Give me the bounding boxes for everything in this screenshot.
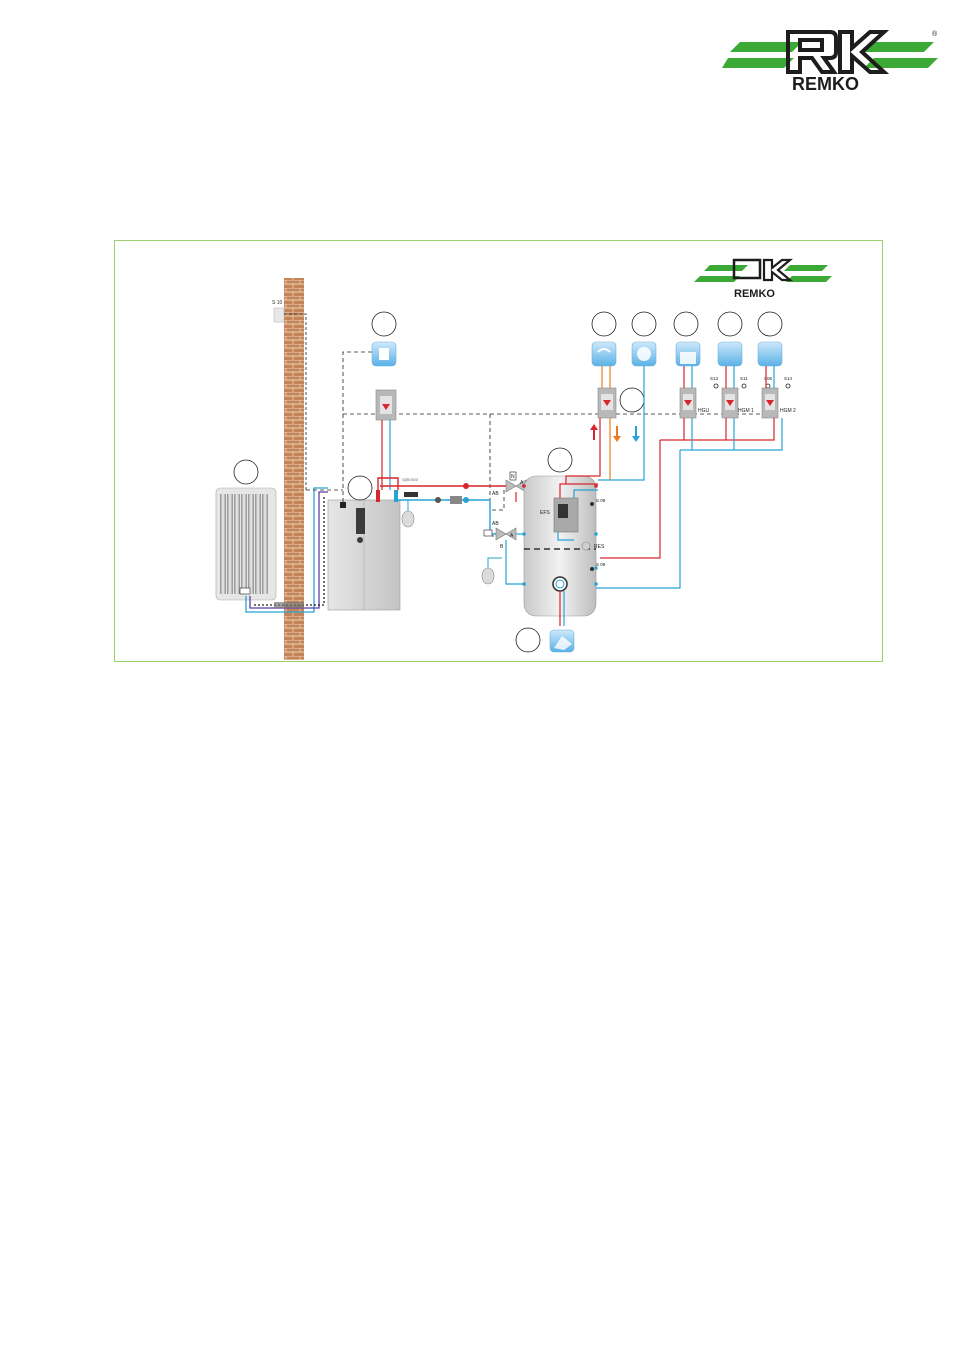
callout-storage-tank xyxy=(547,447,573,473)
heating-system-diagram: REMKO S 10 xyxy=(215,258,832,660)
pipe-fittings xyxy=(435,483,469,504)
callout-indoor-unit xyxy=(347,475,373,501)
svg-text:S 09: S 09 xyxy=(596,562,606,567)
svg-text:N: N xyxy=(511,474,515,480)
system-diagram-frame xyxy=(114,240,883,662)
svg-text:AB: AB xyxy=(492,521,499,527)
outdoor-unit xyxy=(215,487,277,601)
svg-text:S 10: S 10 xyxy=(272,300,283,306)
outdoor-sensor-s10: S 10 xyxy=(272,300,307,490)
svg-text:RES: RES xyxy=(594,544,605,550)
callout-outdoor-unit xyxy=(233,459,259,485)
svg-text:S11: S11 xyxy=(740,376,748,381)
svg-text:®: ® xyxy=(932,30,938,38)
svg-text:A: A xyxy=(520,480,524,486)
remko-logo-inner: REMKO xyxy=(694,258,832,300)
dhw-station xyxy=(565,311,657,484)
callout-solar-tile xyxy=(515,627,575,653)
svg-text:optional: optional xyxy=(402,477,418,482)
storage-tank: EFS RES S 08 S 09 xyxy=(522,475,606,626)
brick-wall xyxy=(284,278,304,660)
svg-text:HGM 1: HGM 1 xyxy=(738,408,754,414)
indoor-unit xyxy=(327,490,401,611)
svg-text:S14: S14 xyxy=(784,376,793,381)
expansion-vessel xyxy=(401,492,418,528)
remko-logo-top: REMKO ® xyxy=(722,30,938,94)
three-way-valve-top: AB A N xyxy=(492,471,527,502)
svg-text:HGU: HGU xyxy=(698,408,710,414)
svg-text:HGM 2: HGM 2 xyxy=(780,408,796,414)
room-station-optional: optional xyxy=(371,311,418,490)
logo-wordmark: REMKO xyxy=(792,74,859,94)
svg-text:S06: S06 xyxy=(764,376,773,381)
svg-text:B: B xyxy=(500,544,504,550)
svg-text:EFS: EFS xyxy=(540,510,550,516)
three-way-valve-bottom: AB A B xyxy=(481,521,524,585)
svg-text:S13: S13 xyxy=(710,376,719,381)
heating-circuits: S13 S11 S06 S14 HGU HGM 1 HGM 2 xyxy=(596,311,796,589)
svg-text:S 08: S 08 xyxy=(596,498,606,503)
svg-text:A: A xyxy=(510,533,514,539)
svg-text:AB: AB xyxy=(492,491,499,497)
svg-text:REMKO: REMKO xyxy=(734,288,775,300)
